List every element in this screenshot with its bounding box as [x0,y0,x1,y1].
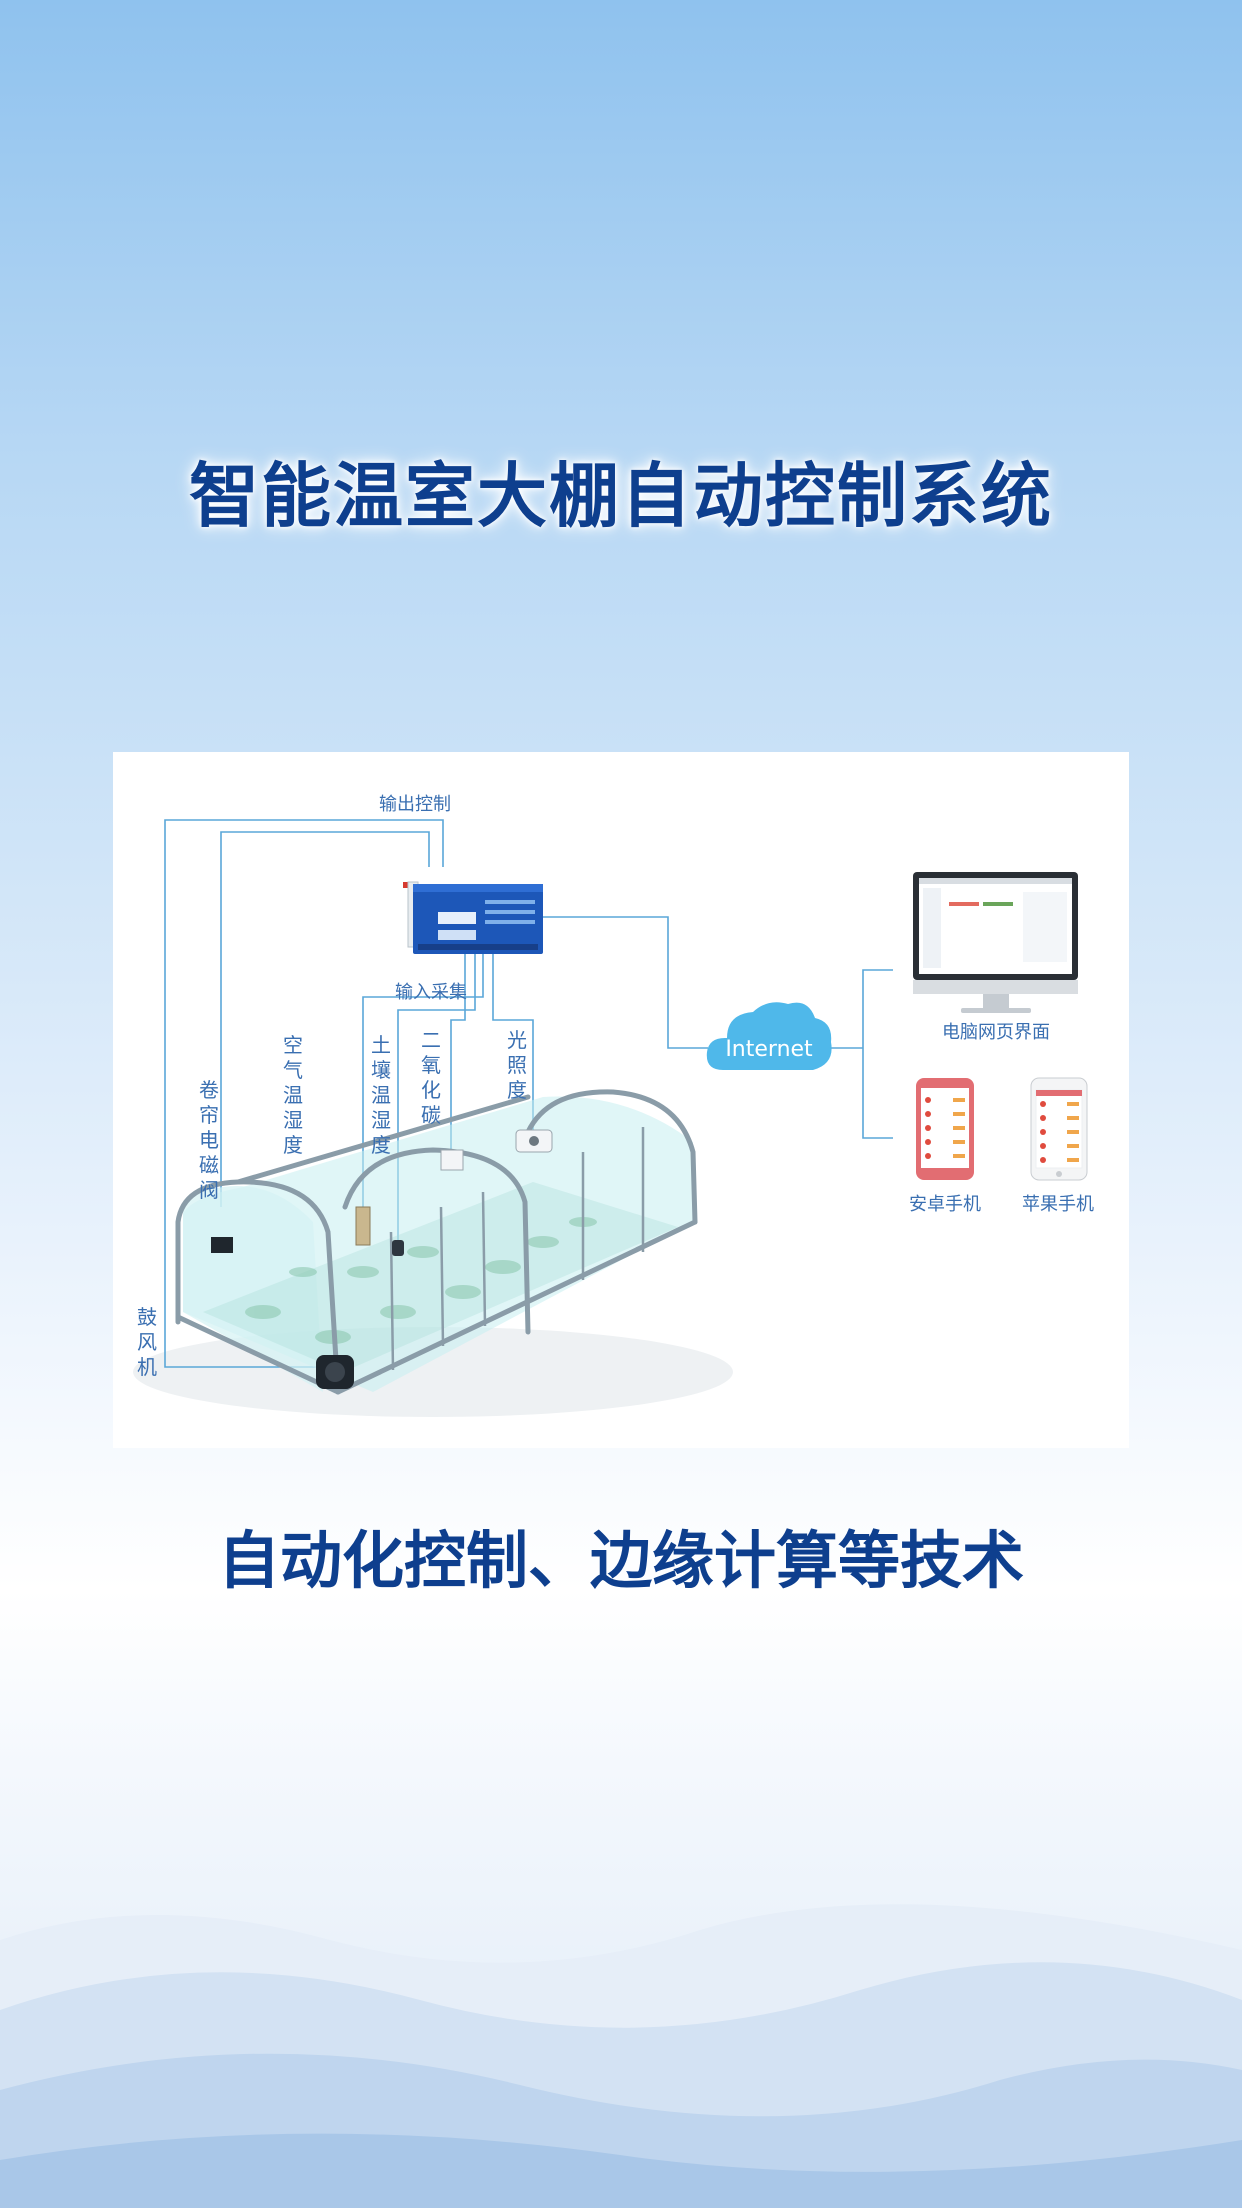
soil-temp-humidity-char: 土 [371,1033,391,1057]
blower-char: 鼓 [137,1305,157,1329]
input-line-main [362,947,484,1112]
controller-internet-line [543,916,708,1049]
page-title: 智能温室大棚自动控制系统 [189,455,1053,537]
curtain-valve-char: 帘 [199,1103,219,1127]
blower-char: 风 [137,1330,157,1354]
curtain-valve-char: 卷 [199,1078,219,1102]
android-phone-label: 安卓手机 [909,1194,981,1215]
input-line-light [492,947,534,1132]
curtain-valve-char: 阀 [199,1178,219,1202]
soil-temp-humidity-label: 土 壤 温 湿 度 [371,1033,391,1157]
co2-char: 二 [421,1028,441,1052]
air-temp-humidity-char: 湿 [283,1108,303,1132]
internet-cloud: Internet [706,1002,832,1070]
curtain-valve-char: 磁 [199,1153,219,1177]
apple-phone [1030,1077,1088,1181]
co2-char: 氧 [421,1053,441,1077]
input-line-soil [397,947,476,1242]
output-line-inner [220,831,430,1207]
light-char: 照 [507,1053,527,1077]
curtain-valve-label: 卷 帘 电 磁 阀 [199,1078,219,1202]
blower-char: 机 [137,1355,157,1379]
device-bracket-line [862,969,893,1139]
soil-temp-humidity-char: 度 [371,1133,391,1157]
controller-device [403,881,543,954]
soil-temp-humidity-char: 壤 [371,1058,391,1082]
soil-temp-humidity-char: 温 [371,1083,391,1107]
soil-temp-humidity-char: 湿 [371,1108,391,1132]
system-diagram-svg: Internet 电脑网页界面 安卓手机 [133,794,1094,1417]
blower-label: 鼓 风 机 [137,1305,157,1379]
air-temp-humidity-char: 空 [283,1033,303,1057]
air-temp-humidity-label: 空 气 温 湿 度 [283,1033,303,1157]
air-sensor [355,1206,371,1246]
co2-label: 二 氧 化 碳 [421,1028,441,1127]
internet-label: Internet [725,1037,813,1062]
input-line-co2 [450,947,466,1152]
co2-char: 碳 [421,1103,441,1127]
curtain-valve [211,1237,233,1253]
greenhouse [175,1089,698,1395]
light-char: 度 [507,1078,527,1102]
air-temp-humidity-char: 度 [283,1133,303,1157]
curtain-valve-char: 电 [199,1128,219,1152]
input-collect-label: 输入采集 [395,982,467,1003]
blower-unit [316,1355,354,1389]
co2-char: 化 [421,1078,441,1102]
page-subtitle: 自动化控制、边缘计算等技术 [217,1524,1024,1597]
light-label: 光 照 度 [507,1028,527,1102]
air-temp-humidity-char: 气 [283,1058,303,1082]
pc-web-label: 电脑网页界面 [942,1022,1050,1043]
system-diagram: Internet 电脑网页界面 安卓手机 [113,752,1129,1448]
co2-sensor [440,1149,464,1171]
pc-monitor [913,872,1078,1013]
soil-sensor [392,1240,404,1256]
output-line-outer [164,819,444,1368]
background-waves [0,1904,1242,2208]
output-control-label: 输出控制 [379,794,451,815]
apple-phone-label: 苹果手机 [1022,1194,1094,1215]
air-temp-humidity-char: 温 [283,1083,303,1107]
android-phone [916,1078,974,1180]
light-char: 光 [507,1028,527,1052]
